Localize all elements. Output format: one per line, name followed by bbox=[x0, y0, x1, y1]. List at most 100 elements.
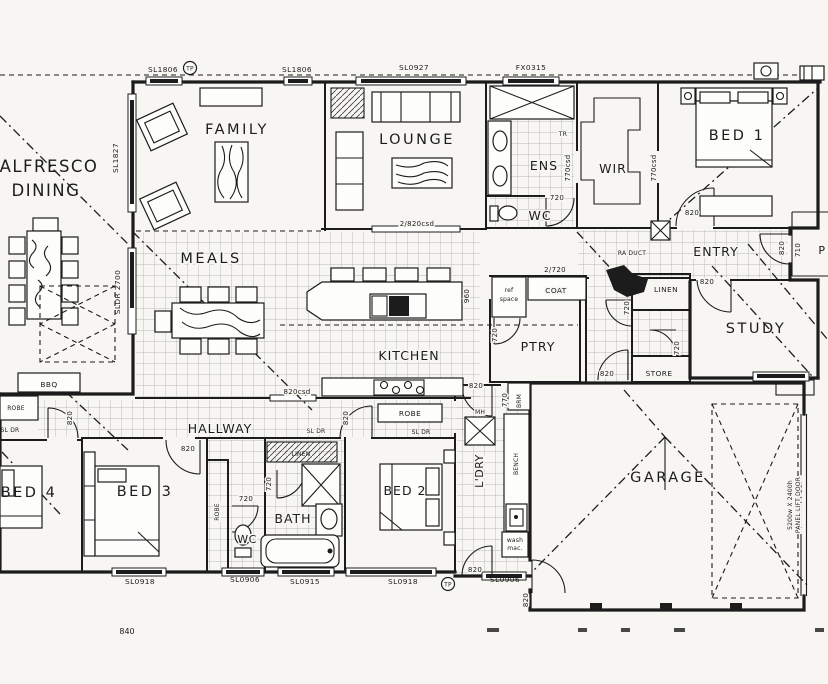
cooktop bbox=[373, 379, 425, 396]
room-label-store: STORE bbox=[646, 369, 673, 378]
window-label-sl1806-2: SL1806 bbox=[282, 65, 312, 74]
clipped-dimension-mark bbox=[621, 628, 630, 632]
door-label-770-broom: 770 bbox=[501, 393, 509, 407]
door-label-820-study: 820 bbox=[700, 278, 714, 286]
fridge-label-1: ref bbox=[505, 287, 514, 294]
room-labels: ALFRESCO DINING FAMILY LOUNGE ENS WC WIR… bbox=[0, 122, 825, 548]
room-label-alfresco-2: DINING bbox=[12, 181, 81, 200]
bbq-bench bbox=[17, 372, 81, 393]
room-label-bath: BATH bbox=[274, 511, 311, 526]
toilet-cistern bbox=[489, 205, 499, 222]
door-label-720-wc-lower: 720 bbox=[239, 495, 253, 503]
bed bbox=[94, 465, 160, 557]
door-label-2-720-coat: 2/720 bbox=[544, 266, 566, 274]
room-label-wc-upper: WC bbox=[528, 208, 551, 223]
clipped-dimension-mark bbox=[578, 628, 587, 632]
window-label-sl1806-1: SL1806 bbox=[148, 65, 178, 74]
window-label-fx0315: FX0315 bbox=[516, 63, 547, 72]
room-label-garage: GARAGE bbox=[630, 470, 706, 486]
sldr-label-bed2: SL DR bbox=[412, 429, 431, 436]
window-label-sl0918-1: SL0918 bbox=[125, 577, 155, 586]
door-label-820-bed4: 820 bbox=[66, 411, 74, 425]
door-label-720-wc: 720 bbox=[550, 194, 564, 202]
fridge-label-2: space bbox=[500, 296, 519, 303]
room-label-family: FAMILY bbox=[205, 122, 269, 138]
broom-cupboard bbox=[507, 382, 531, 411]
window-label-sl0906-2: SL0906 bbox=[490, 575, 520, 584]
opening-labels: SL1806 TP SL1806 SL0927 FX0315 SL1827 SL… bbox=[111, 60, 547, 592]
door-label-820-front: 820 bbox=[778, 241, 786, 255]
sldr-label-bed4: SL DR bbox=[1, 427, 20, 434]
broom-label: BRM bbox=[516, 394, 523, 408]
door-label-820-laundry-top: 820 bbox=[469, 382, 483, 390]
robe bbox=[377, 403, 443, 423]
manhole-label: MH bbox=[475, 409, 485, 416]
room-label-kitchen: KITCHEN bbox=[378, 348, 439, 363]
clipped-dimension-mark bbox=[674, 628, 685, 632]
washing-machine-label-1: wash bbox=[507, 537, 523, 544]
room-label-entry: ENTRY bbox=[693, 244, 738, 259]
fridge-space bbox=[491, 276, 527, 318]
window-label-sl0918-2: SL0918 bbox=[388, 577, 418, 586]
door-label-820csd-hall: 820csd bbox=[283, 388, 310, 396]
window-label-sl0906-1: SL0906 bbox=[230, 575, 260, 584]
rear-bench bbox=[321, 377, 464, 397]
family-furniture bbox=[135, 87, 263, 231]
sink bbox=[389, 296, 409, 316]
door-label-sldr2700: SLDR 2700 bbox=[113, 270, 122, 314]
tp-marker-bottom bbox=[440, 576, 456, 592]
washing-machine-label-2: mac. bbox=[507, 545, 523, 552]
room-label-meals: MEALS bbox=[180, 251, 241, 267]
room-label-wir: WIR bbox=[599, 161, 627, 176]
bed2-furniture bbox=[377, 403, 456, 546]
room-label-lounge: LOUNGE bbox=[379, 132, 455, 148]
bed bbox=[695, 100, 773, 168]
room-label-linen: LINEN bbox=[654, 285, 678, 294]
door-label-820-bed2: 820 bbox=[342, 411, 350, 425]
tp-marker-top bbox=[182, 60, 198, 76]
roof-apex-marker bbox=[606, 265, 648, 297]
fixture-labels: BBQ ROBE SL DR ROBE ROBE SL DR SL DR LIN… bbox=[1, 130, 648, 553]
bench-label: BENCH bbox=[513, 453, 520, 475]
towel-rail-label: TR bbox=[558, 131, 567, 138]
door-label-820-bed1: 820 bbox=[685, 209, 699, 217]
sofa bbox=[371, 91, 461, 123]
sldr-label-bath: SL DR bbox=[307, 428, 326, 435]
window-label-sl0915: SL0915 bbox=[290, 577, 320, 586]
clipped-dimension-mark bbox=[487, 628, 499, 632]
linen-cupboard-box bbox=[266, 441, 338, 463]
room-label-porch-clipped: P bbox=[818, 244, 825, 257]
bed3-furniture bbox=[83, 451, 160, 557]
door-label-770csd-ens: 770csd bbox=[564, 154, 572, 181]
room-label-alfresco: ALFRESCO bbox=[0, 157, 98, 176]
room-label-wc-lower: WC bbox=[237, 533, 257, 546]
linen-label-bath: LINEN bbox=[292, 451, 311, 458]
bathroom-fixtures bbox=[234, 441, 343, 568]
toilet-cistern bbox=[234, 547, 252, 558]
dim-label-960: 960 bbox=[463, 289, 471, 303]
door-label-820-garage-hall: 820 bbox=[600, 370, 614, 378]
room-label-pantry: PTRY bbox=[521, 339, 556, 354]
clipped-dimension-mark bbox=[815, 628, 824, 632]
door-label-720-bath: 720 bbox=[265, 477, 273, 491]
tv-unit bbox=[199, 87, 263, 107]
kitchen-fixtures bbox=[280, 267, 578, 397]
door-label-820-laundry-bottom: 820 bbox=[468, 566, 482, 574]
coat-cupboard bbox=[527, 276, 587, 301]
room-label-bed4: BED 4 bbox=[1, 485, 58, 501]
door-label-770csd-wir: 770csd bbox=[650, 154, 658, 181]
alfresco-furniture bbox=[8, 217, 116, 393]
tp-label-bottom: TP bbox=[443, 582, 452, 589]
bed1-furniture bbox=[680, 87, 788, 217]
room-label-bed2: BED 2 bbox=[383, 483, 426, 498]
dimension-labels: 2/820csd 770csd 770csd 2/720 960 720 720… bbox=[65, 153, 824, 636]
door-label-820-garage-sw: 820 bbox=[522, 593, 530, 607]
room-label-study: STUDY bbox=[726, 321, 786, 337]
ra-duct-label: RA DUCT bbox=[618, 250, 646, 257]
robe-box bbox=[0, 395, 39, 421]
ensuite-fixtures bbox=[487, 85, 575, 222]
laundry-fixtures bbox=[464, 382, 531, 558]
clipped-dim-840: 840 bbox=[119, 627, 134, 636]
